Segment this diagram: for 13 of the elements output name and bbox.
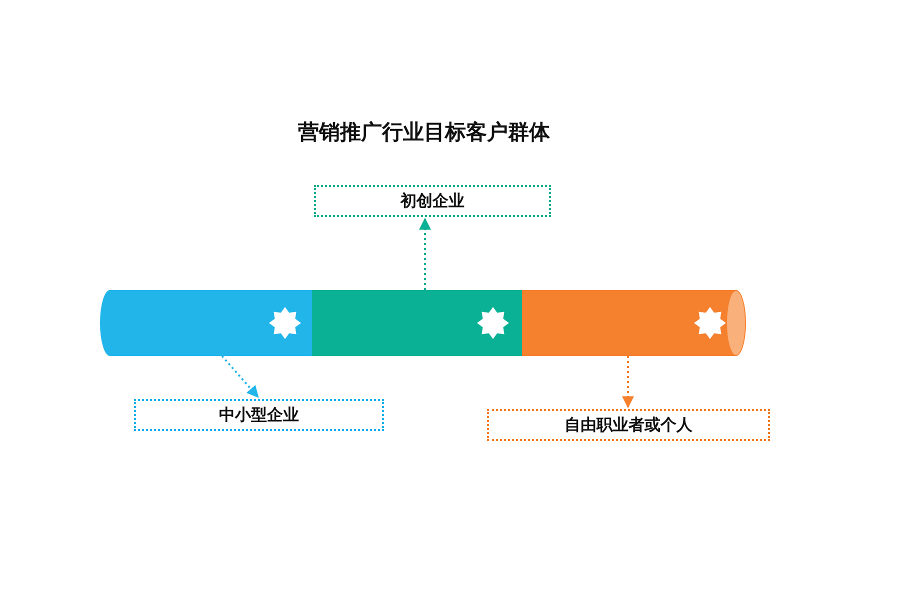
cylinder-segment (312, 290, 522, 356)
arrow (622, 356, 634, 408)
dotted-box (314, 185, 551, 217)
box-label: 初创企业 (400, 190, 464, 212)
box-label: 中小型企业 (219, 404, 299, 426)
dotted-box (487, 409, 770, 441)
cylinder-segment (100, 290, 312, 356)
title: 营销推广行业目标客户群体 (298, 119, 550, 146)
dotted-box (134, 399, 384, 431)
box-label: 自由职业者或个人 (564, 414, 692, 436)
arrow (419, 218, 431, 290)
arrow (221, 355, 259, 398)
cylinder-segment (522, 290, 746, 356)
